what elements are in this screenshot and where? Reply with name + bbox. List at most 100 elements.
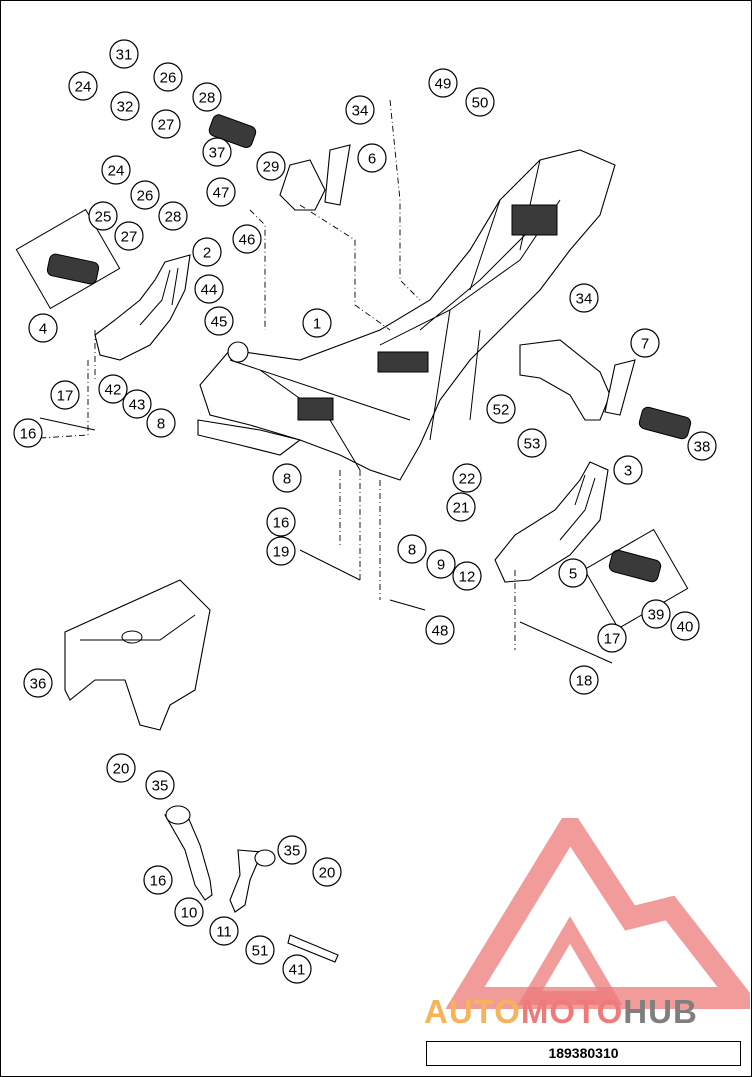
callout-label: 48 xyxy=(432,623,449,640)
callout-35: 35 xyxy=(277,835,307,865)
callout-9: 9 xyxy=(426,549,456,579)
callout-label: 11 xyxy=(216,924,232,941)
callout-label: 24 xyxy=(108,163,125,180)
callout-label: 21 xyxy=(453,500,470,517)
callout-18: 18 xyxy=(569,665,599,695)
callout-label: 12 xyxy=(459,569,476,586)
bolt-17-18 xyxy=(519,621,613,664)
callout-label: 38 xyxy=(694,439,711,456)
callout-16: 16 xyxy=(266,507,296,537)
callout-label: 35 xyxy=(284,843,301,860)
callout-42: 42 xyxy=(98,374,128,404)
callout-label: 35 xyxy=(152,778,169,795)
callout-27: 27 xyxy=(114,221,144,251)
callout-20: 20 xyxy=(106,753,136,783)
callout-label: 39 xyxy=(648,607,665,624)
callout-label: 36 xyxy=(30,676,47,693)
callout-label: 1 xyxy=(313,316,321,333)
callout-label: 27 xyxy=(158,117,175,134)
callout-label: 10 xyxy=(181,905,198,922)
callout-19: 19 xyxy=(266,536,296,566)
callout-7: 7 xyxy=(630,328,660,358)
steering-head xyxy=(227,341,249,363)
callout-11: 11 xyxy=(209,916,239,946)
callout-label: 24 xyxy=(75,79,92,96)
engine-bolt xyxy=(287,934,339,963)
callout-label: 18 xyxy=(576,673,593,690)
callout-48: 48 xyxy=(425,615,455,645)
callout-label: 51 xyxy=(252,943,269,960)
frame-plate-1 xyxy=(377,351,429,373)
callout-34: 34 xyxy=(345,95,375,125)
callout-label: 6 xyxy=(368,151,376,168)
callout-label: 4 xyxy=(39,321,47,338)
brand-part2: MOTO xyxy=(520,993,624,1030)
callout-label: 52 xyxy=(493,402,510,419)
callout-1: 1 xyxy=(302,308,332,338)
callout-44: 44 xyxy=(194,274,224,304)
callout-29: 29 xyxy=(256,151,286,181)
callout-label: 42 xyxy=(105,382,122,399)
callout-label: 49 xyxy=(435,76,452,93)
callout-47: 47 xyxy=(206,177,236,207)
callout-label: 8 xyxy=(157,416,165,433)
callout-label: 31 xyxy=(116,47,133,64)
callout-label: 17 xyxy=(57,388,74,405)
callout-label: 50 xyxy=(472,95,489,112)
callout-label: 41 xyxy=(289,962,306,979)
callout-3: 3 xyxy=(613,455,643,485)
frame-plate-3 xyxy=(297,397,334,421)
callout-17: 17 xyxy=(597,623,627,653)
passenger-bracket-left xyxy=(279,144,351,211)
callout-label: 16 xyxy=(150,873,167,890)
callout-label: 22 xyxy=(459,471,476,488)
callout-label: 32 xyxy=(117,99,134,116)
callout-24: 24 xyxy=(68,71,98,101)
bolt-19 xyxy=(299,549,361,581)
callout-label: 9 xyxy=(437,557,445,574)
callout-28: 28 xyxy=(158,201,188,231)
leader-lines xyxy=(39,99,516,650)
callout-label: 45 xyxy=(211,314,228,331)
callout-label: 44 xyxy=(201,282,218,299)
callout-label: 17 xyxy=(604,631,621,648)
callout-37: 37 xyxy=(202,137,232,167)
callout-label: 29 xyxy=(263,159,280,176)
watermark-text: AUTOMOTOHUB xyxy=(424,993,698,1031)
callouts: 3124263227283729346495024262527284746244… xyxy=(13,39,717,984)
callout-label: 8 xyxy=(283,471,291,488)
callout-26: 26 xyxy=(153,62,183,92)
callout-52: 52 xyxy=(486,394,516,424)
callout-label: 19 xyxy=(273,544,290,561)
callout-21: 21 xyxy=(446,492,476,522)
callout-label: 20 xyxy=(319,865,336,882)
callout-label: 28 xyxy=(199,90,216,107)
callout-41: 41 xyxy=(282,954,312,984)
callout-43: 43 xyxy=(122,389,152,419)
callout-label: 34 xyxy=(576,291,593,308)
callout-26: 26 xyxy=(130,180,160,210)
callout-label: 20 xyxy=(113,761,130,778)
footpeg-right xyxy=(608,406,692,583)
footrest-bracket-right xyxy=(494,461,609,583)
callout-10: 10 xyxy=(174,897,204,927)
callout-label: 3 xyxy=(624,463,632,480)
callout-45: 45 xyxy=(204,306,234,336)
callout-38: 38 xyxy=(687,431,717,461)
callout-39: 39 xyxy=(641,599,671,629)
callout-31: 31 xyxy=(109,39,139,69)
callout-25: 25 xyxy=(88,201,118,231)
callout-6: 6 xyxy=(357,143,387,173)
skid-plate xyxy=(64,579,211,731)
callout-label: 26 xyxy=(160,70,177,87)
callout-4: 4 xyxy=(28,313,58,343)
footpeg-left xyxy=(46,114,257,285)
callout-label: 8 xyxy=(408,542,416,559)
automotohub-watermark-logo xyxy=(445,818,750,1009)
callout-22: 22 xyxy=(452,463,482,493)
footrest-bracket-left xyxy=(94,254,191,361)
callout-label: 28 xyxy=(165,209,182,226)
callout-label: 7 xyxy=(641,336,649,353)
